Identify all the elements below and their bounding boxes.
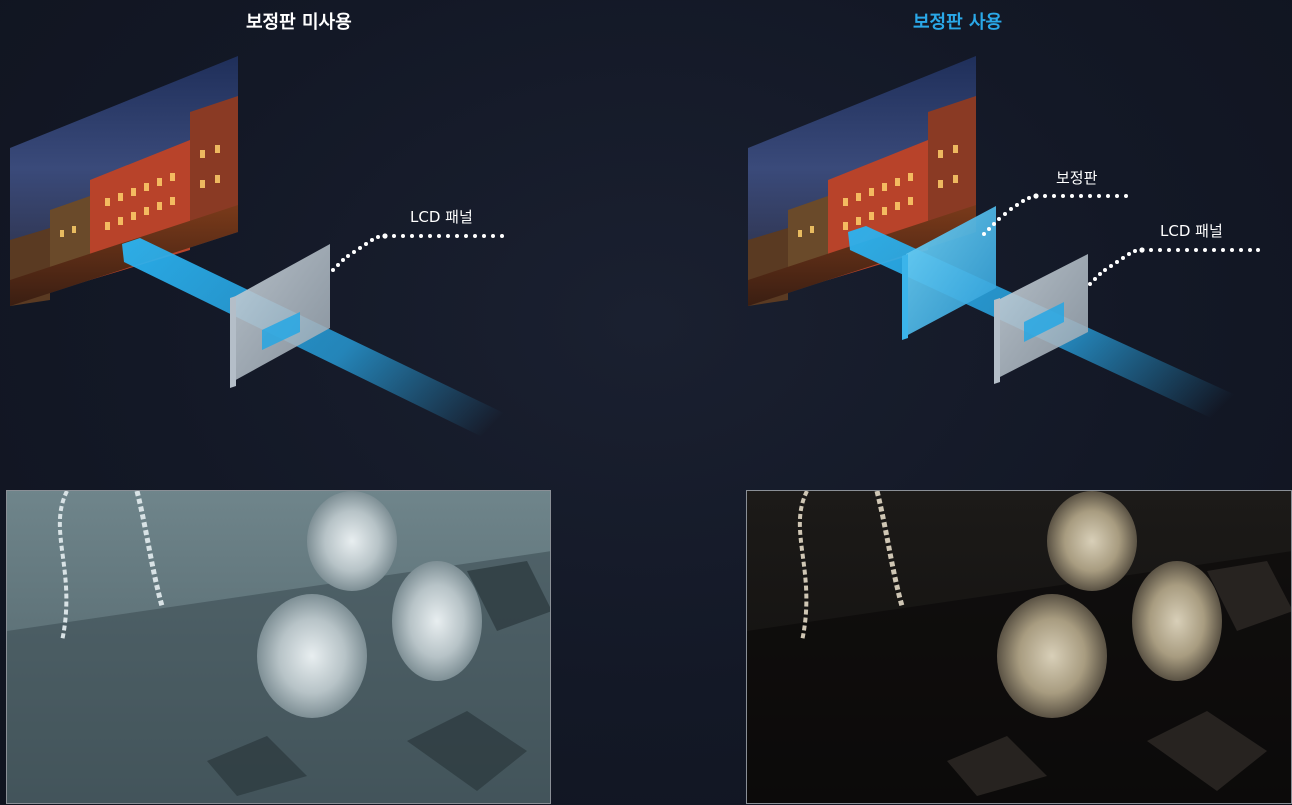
left-lcd-panel: [230, 244, 330, 388]
left-light-beam: [122, 238, 560, 470]
right-lcd-label: LCD 패널: [1160, 222, 1223, 240]
right-lcd-leader-line: [1088, 247, 1260, 286]
right-sample-photo: [746, 490, 1292, 804]
left-lcd-label: LCD 패널: [410, 208, 473, 226]
left-sample-photo: [6, 490, 551, 804]
left-panel-title: 보정판 미사용: [246, 12, 352, 33]
right-plate-leader-line: [982, 193, 1128, 236]
left-source-image: [10, 56, 238, 306]
left-lcd-leader-line: [331, 233, 504, 272]
right-correction-plate: [902, 206, 996, 340]
right-panel-title: 보정판 사용: [913, 12, 1003, 33]
right-plate-label: 보정판: [1056, 169, 1098, 187]
right-lcd-panel: [994, 254, 1088, 384]
